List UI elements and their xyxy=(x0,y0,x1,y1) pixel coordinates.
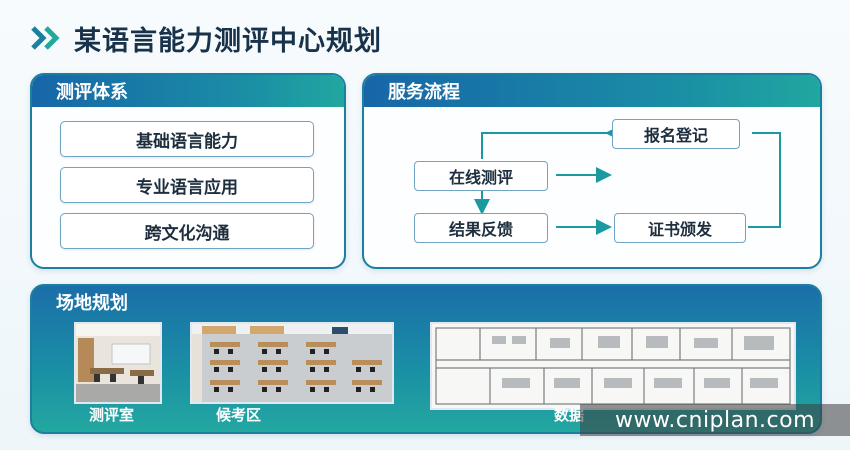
flow-step-feedback[interactable]: 结果反馈 xyxy=(414,213,548,243)
venue-planning-panel: 场地规划 测评室 xyxy=(30,284,822,434)
evaluation-system-panel: 测评体系 基础语言能力 专业语言应用 跨文化沟通 xyxy=(30,73,346,269)
evaluation-system-heading: 测评体系 xyxy=(32,75,344,107)
flow-step-certificate[interactable]: 证书颁发 xyxy=(614,213,746,243)
test-room-image xyxy=(74,322,162,404)
flow-arrows xyxy=(474,125,781,235)
flow-step-online-test[interactable]: 在线测评 xyxy=(414,161,548,191)
title-bar: 某语言能力测评中心规划 xyxy=(30,18,382,58)
service-flow-heading: 服务流程 xyxy=(364,75,820,107)
test-room-label: 测评室 xyxy=(89,406,135,424)
double-chevron-icon xyxy=(30,25,66,51)
system-item-crosscultural[interactable]: 跨文化沟通 xyxy=(60,213,314,249)
page-title: 某语言能力测评中心规划 xyxy=(74,25,382,57)
system-item-basic[interactable]: 基础语言能力 xyxy=(60,121,314,157)
watermark: www.cniplan.com xyxy=(580,404,850,436)
floor-plan-image xyxy=(430,322,796,410)
flow-step-register[interactable]: 报名登记 xyxy=(612,119,740,149)
service-flow-panel: 服务流程 报名登记 在线测评 结果反馈 证书颁发 xyxy=(362,73,822,269)
waiting-area-label: 候考区 xyxy=(216,406,262,424)
system-item-professional[interactable]: 专业语言应用 xyxy=(60,167,314,203)
venue-planning-heading: 场地规划 xyxy=(56,293,128,314)
data-room-label: 数据 xyxy=(554,406,585,424)
waiting-area-image xyxy=(190,322,394,404)
